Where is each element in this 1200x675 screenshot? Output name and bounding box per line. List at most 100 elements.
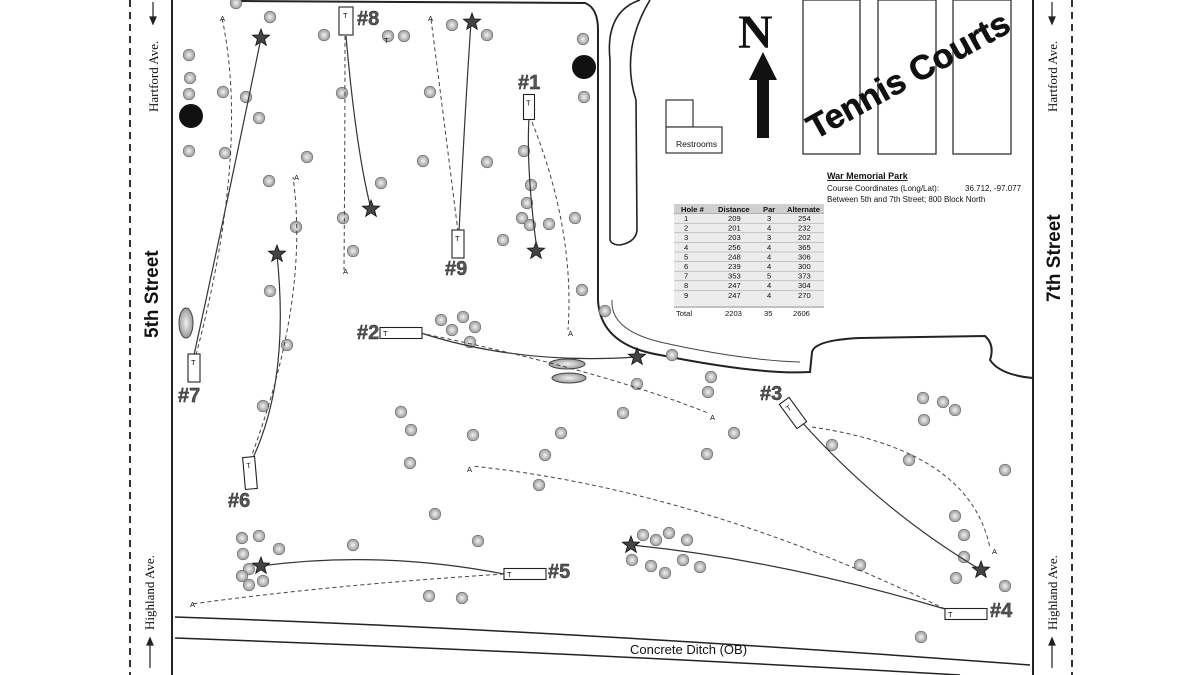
bushes [178,307,587,384]
scorecard-cell: 306 [798,252,811,261]
tree-icon [394,405,408,419]
tee-marker: T [246,461,252,470]
tee-marker: T [784,403,793,413]
tee-marker: T [526,99,531,108]
tree-icon [515,211,529,225]
park-name: War Memorial Park [827,171,909,181]
highland-left-arrow [146,636,154,668]
tree-icon [676,553,690,567]
alternate-pin-marker: A [428,14,433,23]
tee-pad: T [451,229,465,259]
tree-icon [480,28,494,42]
tree-icon [381,29,395,43]
tree-icon [517,144,531,158]
tree-icon [280,338,294,352]
tree-icon [317,28,331,42]
alternate-pin-marker: A [343,267,348,276]
tree-icon [948,403,962,417]
scorecard-header: Alternate [787,205,820,214]
scorecard-cell: 3 [767,214,771,223]
tree-icon [936,395,950,409]
tree-icon [636,528,650,542]
scorecard-cell: 6 [684,262,688,271]
scorecard-cell: 4 [767,262,771,271]
tree-icon [468,320,482,334]
hartford-ave-left-label: Hartford Ave. [146,41,161,112]
tee-pad: T [187,353,201,383]
tree-icon [625,553,639,567]
hole-label-8: #8 [357,8,379,30]
restrooms-building [665,99,723,154]
tree-icon [263,10,277,24]
alternate-pin-marker: A [294,173,299,182]
tree-icon [235,531,249,545]
tree-icon [434,313,448,327]
tree-icon [825,438,839,452]
tree-icon [182,48,196,62]
scorecard-cell: 248 [728,252,741,261]
tree-icon [680,533,694,547]
tee-pad: T [242,455,258,491]
tree-icon [577,90,591,104]
tree-icon [262,174,276,188]
alternate-pin-marker: A [568,329,573,338]
tee-marker: T [191,358,196,367]
tree-icon [957,528,971,542]
scorecard-cell: 5 [767,272,771,281]
tree-icon [300,150,314,164]
alternate-pin-marker: A [190,600,195,609]
tree-icon [649,533,663,547]
tree-icon [445,18,459,32]
scorecard-total: 2203 [725,309,742,318]
scorecard-cell: 4 [684,243,688,252]
tree-icon [727,426,741,440]
tree-icon [520,196,534,210]
tree-icon [289,220,303,234]
tee-pads: T T T T T T T T T [187,6,988,621]
basket-star-icon [526,240,546,260]
scorecard-cell: 232 [798,224,811,233]
alternate-pin-marker: A [220,14,225,23]
tee-pad: T [778,396,808,430]
basket-star-icon [251,555,271,575]
tree-icon [662,526,676,540]
scorecard-cell: 365 [798,243,811,252]
scorecard-cell: 256 [728,243,741,252]
tree-icon [346,244,360,258]
tennis-courts [802,0,1012,155]
tree-icon [853,558,867,572]
basket-star-icon [361,198,381,218]
ditch-lower-line [174,637,961,675]
tee-pad: T [338,6,354,36]
tree-icon [335,86,349,100]
tee-marker: T [948,610,953,619]
tree-icon [403,456,417,470]
tee-pad: T [503,567,547,581]
tree-icon [182,87,196,101]
tree-icon [445,323,459,337]
tree-icon [700,447,714,461]
scorecard-total: 2606 [793,309,810,318]
tee-pad: T [944,607,988,621]
fairway-lines [193,21,982,610]
tee-marker: T [384,36,389,45]
tee-marker: T [383,329,388,338]
seventh-street-label: 7th Street [1044,214,1065,302]
tree-icon [229,0,243,10]
tree-icon [568,211,582,225]
alternate-fairway-lines [191,17,991,610]
scorecard-cell: 4 [767,252,771,261]
scorecard-cell: 1 [684,214,688,223]
hole-label-9: #9 [445,258,467,280]
ditch-upper-line [174,616,1031,666]
highland-right-arrow [1048,636,1056,668]
tree-icon [701,385,715,399]
tree-icon [554,426,568,440]
tree-icon [658,566,672,580]
scorecard-cell: 209 [728,214,741,223]
tree-icon [704,370,718,384]
tree-icon [998,463,1012,477]
hole-label-7: #7 [178,385,200,407]
